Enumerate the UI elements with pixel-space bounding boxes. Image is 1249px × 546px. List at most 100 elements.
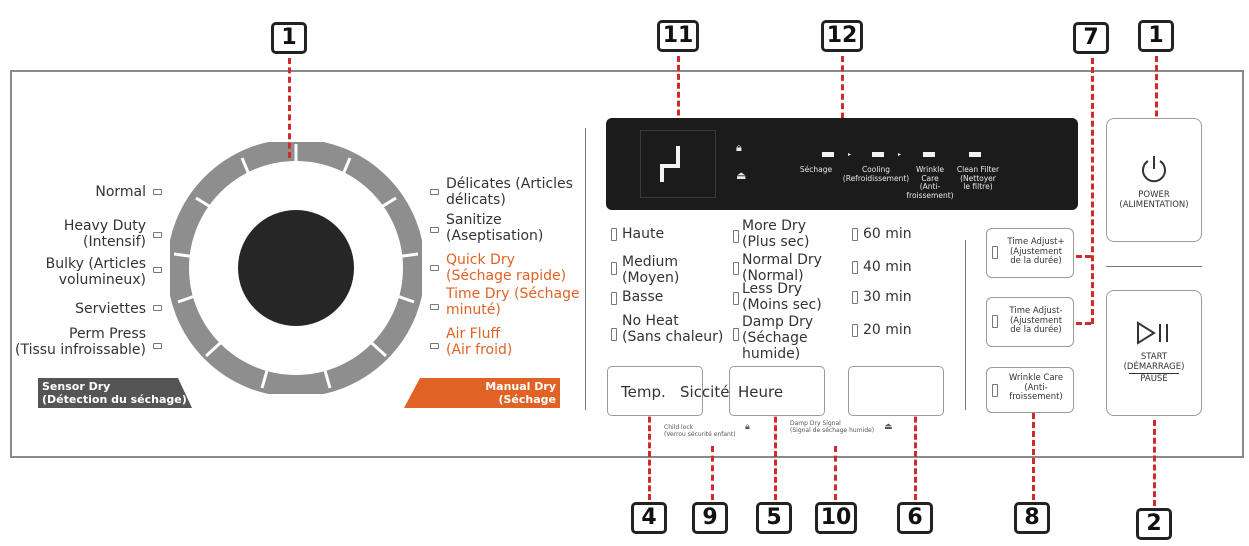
program-serviettes: Serviettes [75, 301, 146, 317]
leader-8 [1032, 404, 1035, 500]
callout-7: 7 [1073, 22, 1109, 54]
program-sanitize: Sanitize(Aseptisation) [446, 212, 544, 244]
option-led [611, 328, 617, 341]
divider [965, 240, 966, 410]
child-lock-note: Child lock(Verrou sécurité enfant) [664, 424, 736, 438]
power-label: POWER(ALIMENTATION) [1119, 190, 1189, 210]
power-button[interactable] [1106, 118, 1202, 242]
digit-segment [676, 146, 680, 166]
temp-option-basse: Basse [622, 289, 664, 305]
sensor-dry-tag: Sensor Dry(Détection du séchage) [42, 380, 187, 406]
option-led [733, 230, 739, 243]
sensor-dry-tag-shape [38, 378, 192, 408]
digit-segment [662, 164, 680, 168]
time-option-30: 30 min [863, 289, 912, 305]
callout-6: 6 [897, 502, 933, 534]
leader-1-power [1155, 56, 1158, 162]
callout-4: 4 [631, 502, 667, 534]
leader-2 [1153, 420, 1156, 506]
temp-button[interactable] [607, 366, 703, 416]
leader-9 [711, 446, 714, 500]
divider [1106, 266, 1202, 267]
time-option-20: 20 min [863, 322, 912, 338]
heure-button-label: Heure [738, 383, 784, 401]
option-led [852, 261, 858, 274]
program-led [153, 305, 162, 311]
leader-4 [648, 408, 651, 500]
start-pause-button[interactable] [1106, 290, 1202, 416]
callout-11: 11 [657, 20, 699, 52]
callout-10: 10 [815, 502, 857, 534]
program-led [430, 343, 439, 349]
play-pause-icon [1137, 321, 1168, 345]
heure-button[interactable] [729, 366, 825, 416]
option-led [611, 292, 617, 305]
program-normal: Normal [95, 184, 146, 200]
step-led [969, 152, 981, 157]
program-led [153, 232, 162, 238]
status-display: 🔒︎ ⏏︎ ▸ ▸ Séchage Cooling(Refroidissemen… [606, 118, 1078, 210]
siccite-button-label: Siccité [680, 383, 730, 401]
leader-7-b [1076, 322, 1091, 325]
option-led [852, 228, 858, 241]
leader-1-dial [288, 58, 291, 158]
damp-signal-note: Damp Dry Signal(Signal de séchage humide… [790, 420, 875, 434]
callout-5: 5 [756, 502, 792, 534]
leader-5 [774, 408, 777, 500]
dry-option-less: Less Dry(Moins sec) [742, 281, 822, 313]
option-led [733, 328, 739, 341]
callout-8: 8 [1014, 502, 1050, 534]
option-led [992, 246, 998, 259]
program-dial[interactable] [170, 142, 422, 394]
step-label-sechage: Séchage [799, 165, 833, 174]
damp-dry-icon: ⏏︎ [884, 422, 893, 432]
option-led [733, 262, 739, 275]
power-icon [1142, 156, 1166, 183]
option-led [611, 228, 617, 241]
lock-icon: 🔒︎ [736, 141, 742, 154]
manual-dry-tag: Manual Dry(Séchage manuel) [485, 380, 556, 419]
divider [585, 128, 586, 410]
damp-dry-icon: ⏏︎ [736, 169, 747, 182]
start-label: START (DÉMARRAGE) PAUSE [1123, 352, 1185, 384]
step-led [872, 152, 884, 157]
arrow-icon: ▸ [898, 151, 902, 158]
program-led [430, 304, 439, 310]
option-led [733, 292, 739, 305]
temp-option-medium: Medium(Moyen) [622, 254, 680, 286]
callout-2: 2 [1136, 508, 1172, 540]
callout-12: 12 [821, 20, 863, 52]
program-led [153, 267, 162, 273]
arrow-icon: ▸ [848, 151, 852, 158]
program-led [430, 189, 439, 195]
wrinkle-care-button[interactable] [986, 367, 1074, 413]
program-quick-dry: Quick Dry(Séchage rapide) [446, 252, 567, 284]
digit-segment [660, 164, 664, 182]
wrinkle-care-label: Wrinkle Care(Anti-froissement) [1008, 373, 1064, 402]
program-led [430, 265, 439, 271]
dry-option-more: More Dry(Plus sec) [742, 218, 810, 250]
dry-option-normal: Normal Dry(Normal) [742, 252, 822, 284]
step-label-cooling: Cooling(Refroidissement) [842, 165, 910, 183]
damp-dry-button[interactable] [848, 366, 944, 416]
manual-dry-tag-shape [404, 378, 560, 408]
option-led [992, 384, 998, 397]
option-led [992, 315, 998, 328]
time-adjust-minus-button[interactable] [986, 297, 1074, 347]
temp-option-haute: Haute [622, 226, 665, 242]
step-led [822, 152, 834, 157]
leader-7-a [1076, 255, 1091, 258]
program-led [430, 227, 439, 233]
callout-1-dial: 1 [271, 22, 307, 54]
temp-option-no-heat: No Heat(Sans chaleur) [622, 313, 724, 345]
time-adjust-plus-button[interactable] [986, 228, 1074, 278]
step-led [923, 152, 935, 157]
leader-12 [841, 56, 844, 128]
program-led [153, 343, 162, 349]
time-option-60: 60 min [863, 226, 912, 242]
